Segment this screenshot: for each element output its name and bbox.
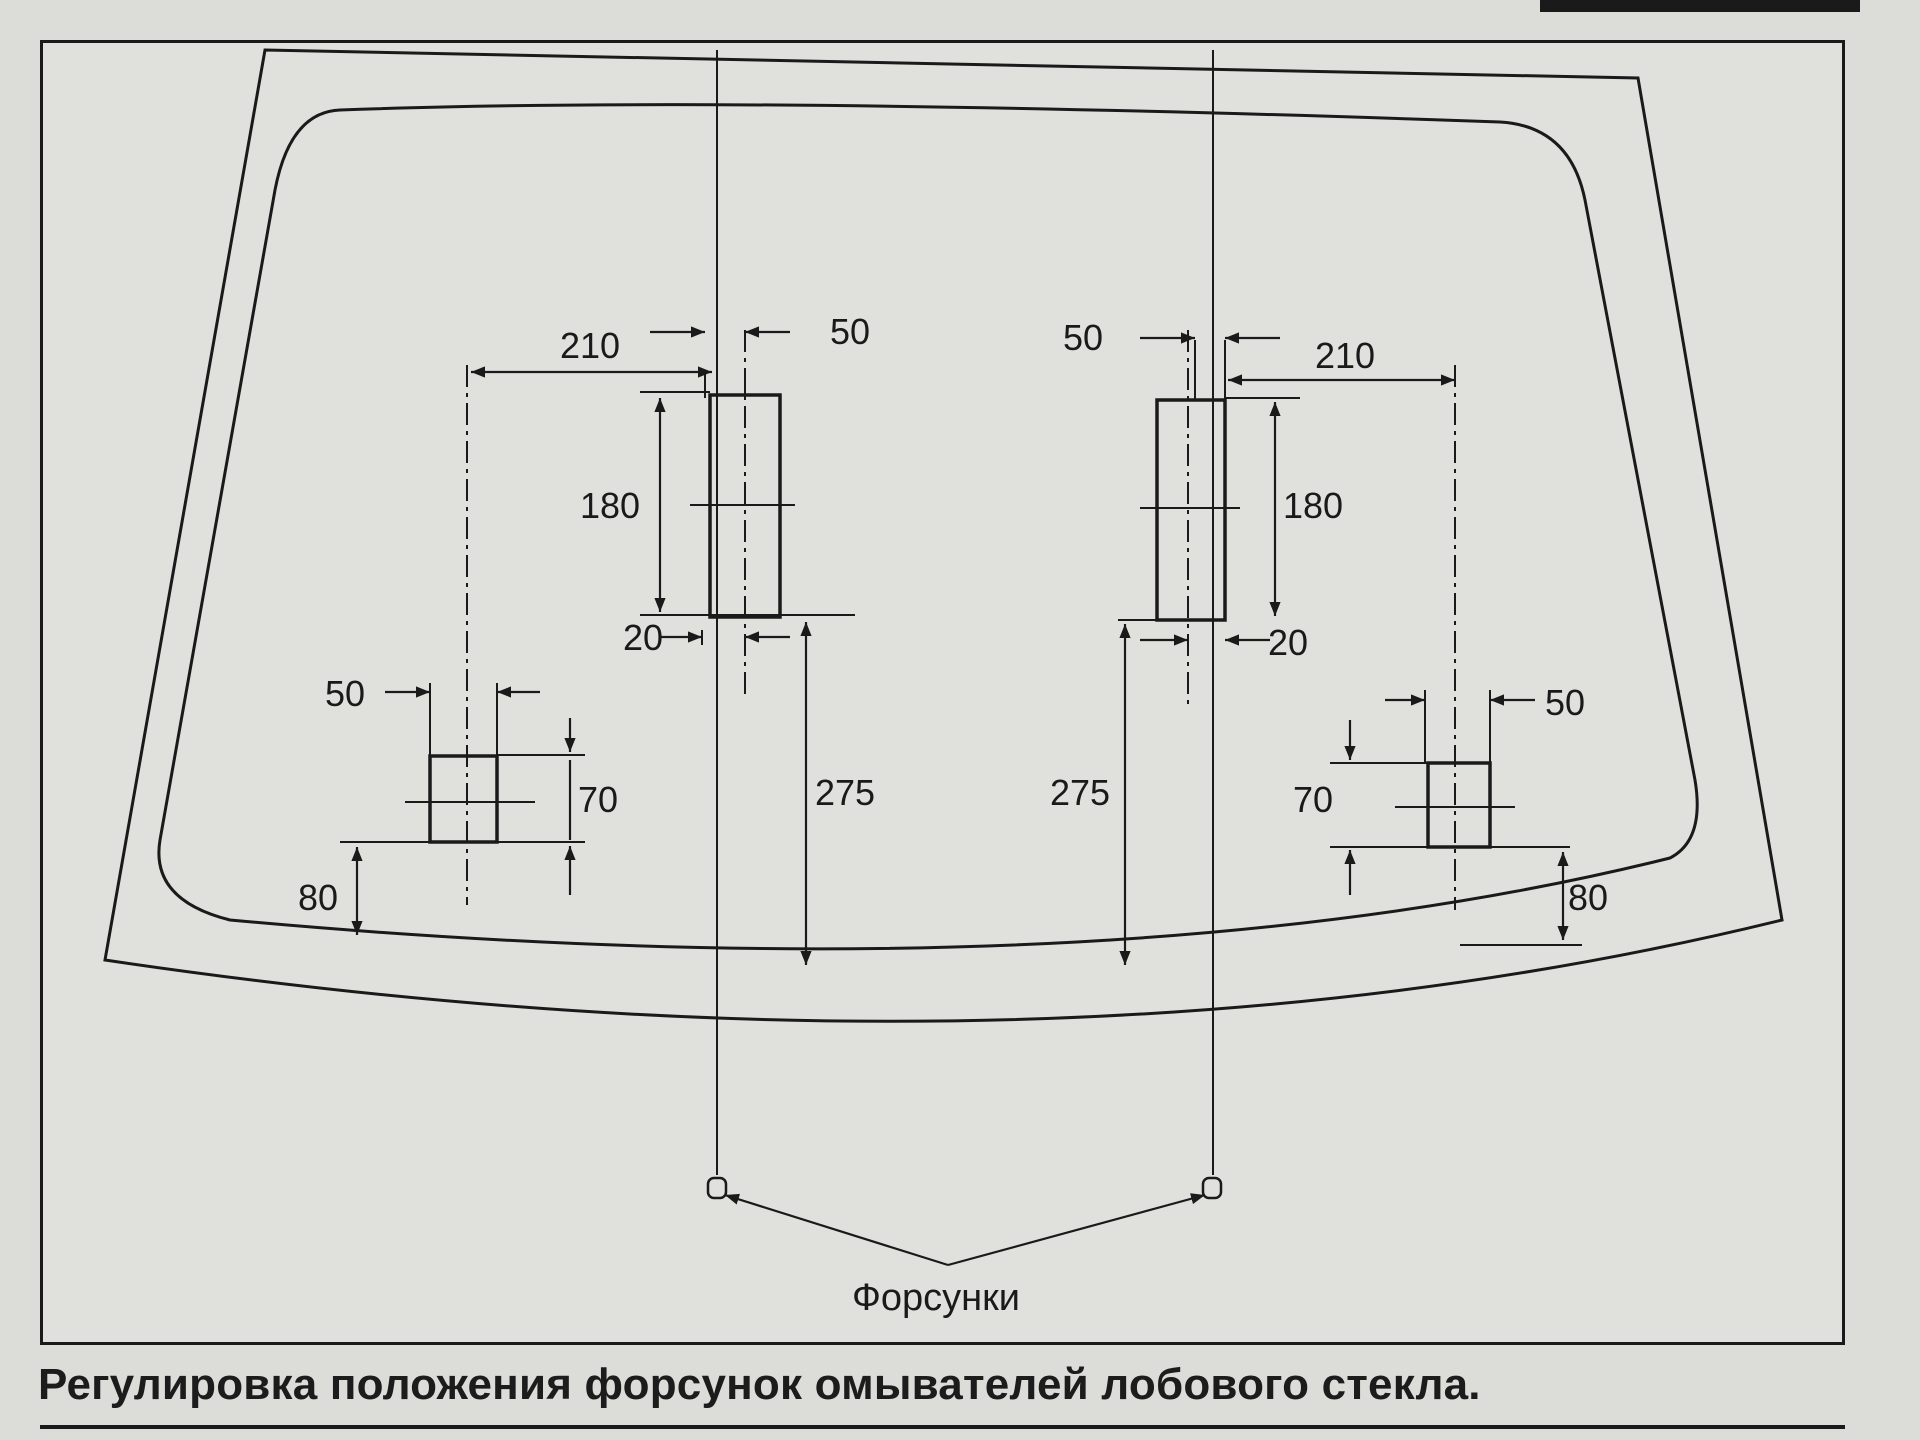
right-upper-spray-zone: [1155, 398, 1227, 622]
right-lower-spray-zone: [1426, 761, 1492, 849]
label-right-180: 180: [1283, 485, 1343, 526]
label-left-20: 20: [623, 617, 663, 658]
right-nozzle-icon: [1201, 1176, 1223, 1200]
windshield-outer-outline: [103, 48, 1784, 1023]
label-right-80: 80: [1568, 877, 1608, 918]
figure-frame: [40, 40, 1845, 1345]
windshield-inner-outline: [157, 103, 1699, 951]
label-left-180: 180: [580, 485, 640, 526]
label-left-80: 80: [298, 877, 338, 918]
left-lower-spray-zone: [428, 754, 499, 844]
left-nozzle-icon: [706, 1176, 728, 1200]
label-right-275: 275: [1050, 772, 1110, 813]
label-left-50-bottom: 50: [325, 673, 365, 714]
nozzles-callout-label: Форсунки: [852, 1277, 1020, 1319]
label-left-70: 70: [578, 779, 618, 820]
label-right-20: 20: [1268, 622, 1308, 663]
label-left-210: 210: [560, 325, 620, 366]
figure-caption: Регулировка положения форсунок омывателе…: [38, 1360, 1481, 1409]
label-left-275: 275: [815, 772, 875, 813]
top-rule: [1540, 0, 1860, 12]
label-right-210: 210: [1315, 335, 1375, 376]
label-left-50-top: 50: [830, 311, 870, 352]
bottom-rule: [40, 1425, 1845, 1429]
label-right-50-bottom: 50: [1545, 682, 1585, 723]
label-right-70: 70: [1293, 779, 1333, 820]
label-right-50-top: 50: [1063, 317, 1103, 358]
